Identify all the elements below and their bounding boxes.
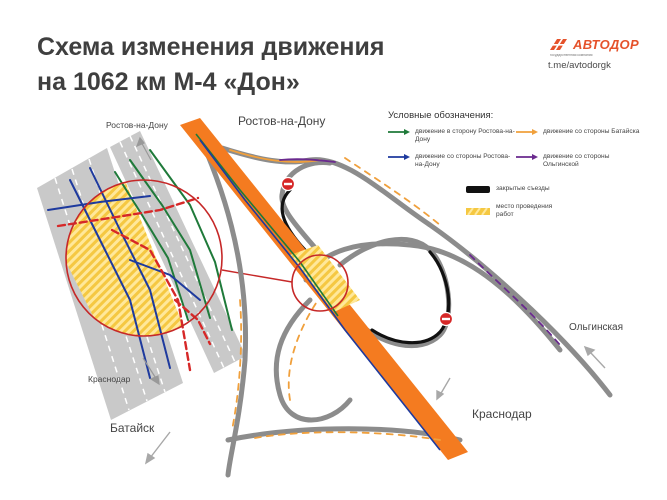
telegram-link[interactable]: t.me/avtodorgk (548, 60, 611, 71)
legend-item-from-bataysk: движение со стороны Батайска (516, 128, 644, 144)
purple-arrow-icon (516, 154, 538, 160)
legend-item-from-olginskaya: движение со стороны Ольгинской (516, 153, 644, 169)
inset-direction-arrows (135, 136, 160, 386)
no-entry-sign-icon (280, 176, 296, 192)
legend-item-work-zone: место проведения работ (466, 203, 658, 219)
label-rostov-inset: Ростов-на-Дону (106, 120, 169, 130)
orange-arrow-icon (516, 129, 538, 135)
legend-grid: движение в сторону Ростова-на-Дону движе… (388, 128, 658, 169)
label-krasnodar-main: Краснодар (472, 407, 532, 421)
title-line-2: на 1062 км М-4 «Дон» (37, 68, 300, 96)
brand-logo: АВТОДОР (548, 37, 648, 52)
brand-name: АВТОДОР (573, 37, 639, 52)
label-krasnodar-inset: Краснодар (88, 374, 131, 384)
inset-right-road (110, 131, 246, 373)
label-bataysk: Батайск (110, 421, 155, 435)
legend-label-from-rostov: движение со стороны Ростова-на-Дону (415, 153, 511, 168)
m4-highway (180, 118, 468, 460)
direction-arrows (144, 345, 606, 465)
legend-label-closed-exits: закрытые съезды (496, 185, 550, 192)
inset-connector-line (221, 269, 293, 283)
blue-arrow-icon (388, 154, 410, 160)
legend-item-closed-exits: закрытые съезды (466, 185, 658, 193)
brand-subtitle: государственная компания (550, 53, 593, 57)
title-line-1: Схема изменения движения (37, 33, 385, 61)
avtodor-logo-icon (549, 39, 569, 50)
inset-arrows (47, 149, 233, 379)
legend-item-from-rostov: движение со стороны Ростова-на-Дону (388, 153, 516, 169)
label-olginskaya: Ольгинская (569, 322, 623, 333)
green-arrow-icon (388, 129, 410, 135)
legend-label-from-bataysk: движение со стороны Батайска (543, 128, 640, 135)
legend-label-to-rostov: движение в сторону Ростова-на-Дону (415, 128, 515, 143)
no-entry-sign-icon-2 (438, 311, 454, 327)
black-bar-icon (466, 185, 490, 193)
page-title: Схема изменения движения на 1062 км М-4 … (37, 30, 477, 100)
legend-label-from-olginskaya: движение со стороны Ольгинской (543, 153, 610, 168)
legend-title: Условные обозначения: (388, 110, 494, 121)
legend-label-work-zone: место проведения работ (496, 203, 553, 218)
ramp-flow-arrows (229, 149, 561, 441)
label-rostov-main: Ростов-на-Дону (238, 114, 325, 128)
inset-magnifier-circle (65, 179, 223, 337)
work-zone-circle (291, 254, 349, 312)
brand-block: АВТОДОР государственная компания t.me/av… (548, 37, 648, 71)
hatched-bar-icon (466, 207, 490, 215)
legend-item-to-rostov: движение в сторону Ростова-на-Дону (388, 128, 516, 144)
legend: Условные обозначения: движение в сторону… (388, 110, 658, 219)
inset-detail (37, 131, 293, 420)
